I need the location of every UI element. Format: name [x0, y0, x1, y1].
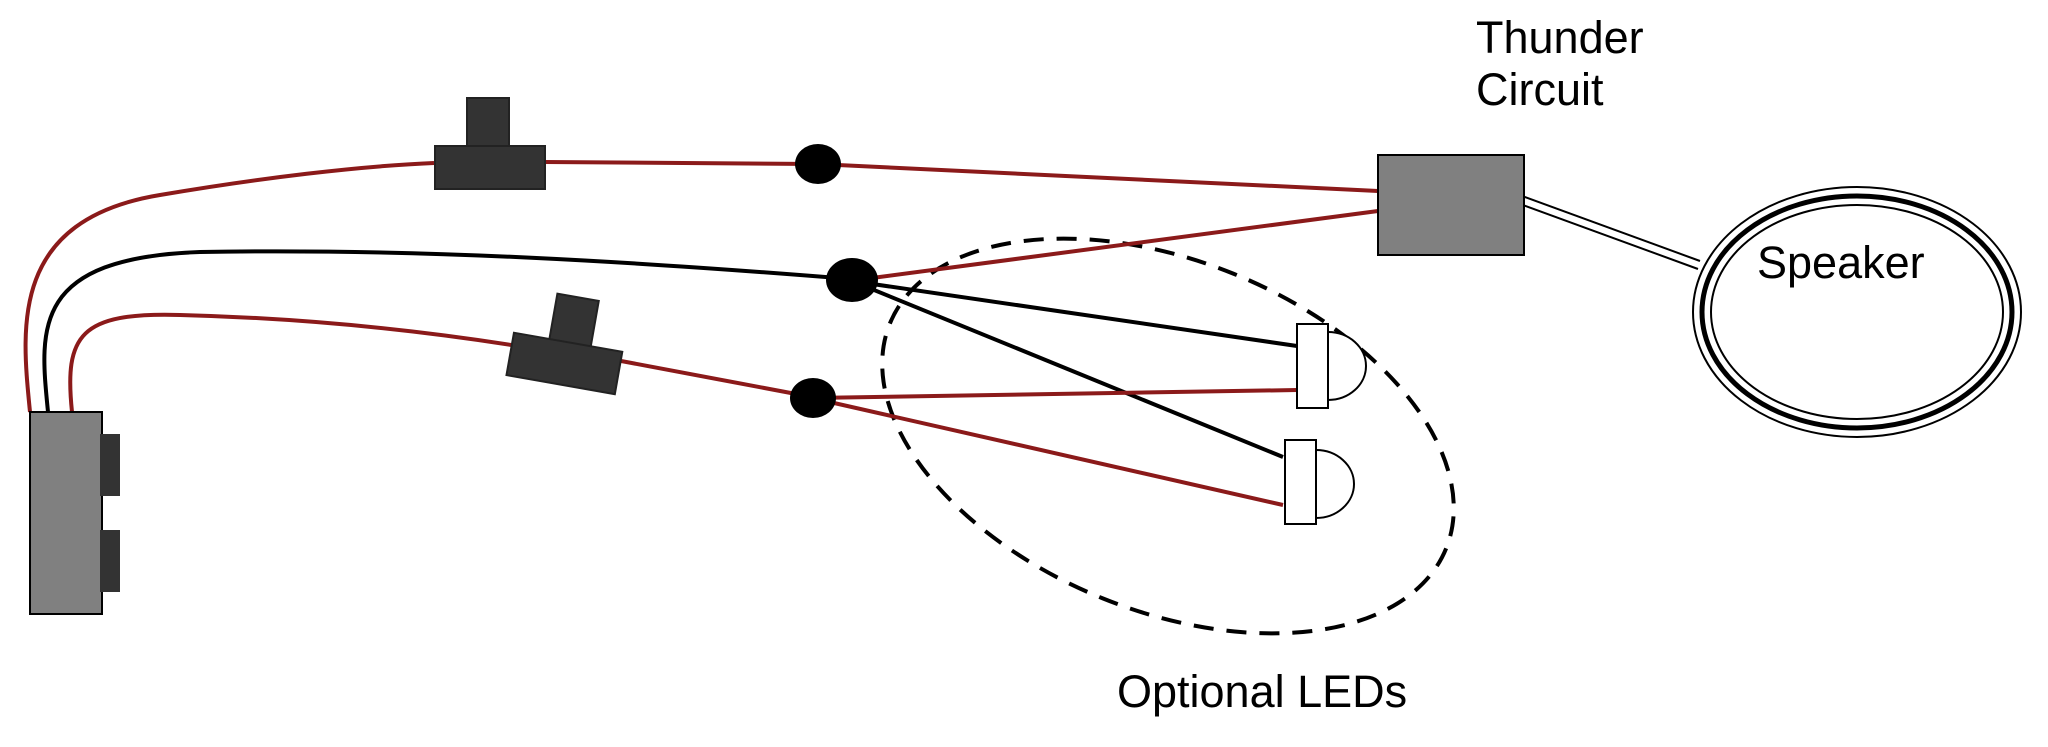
junction-dot-bottom — [790, 378, 836, 418]
speaker-label: Speaker — [1757, 237, 1925, 288]
optional-leds-label: Optional LEDs — [1117, 666, 1408, 717]
switch-bottom — [505, 292, 624, 396]
thunder-circuit-label-line-1: Thunder — [1476, 12, 1644, 63]
red-wire-bottom-to-junction — [599, 355, 813, 399]
black-wire-to-led-2 — [851, 279, 1284, 459]
led-2 — [1284, 439, 1355, 525]
red-wire-to-led-1 — [811, 388, 1298, 400]
red-wire-to-led-2 — [811, 396, 1284, 507]
black-wire-to-led-1 — [851, 279, 1298, 348]
battery-pack — [29, 411, 120, 615]
speaker-wire-b — [1511, 200, 1699, 270]
red-wire-junction-to-circuit — [871, 209, 1379, 280]
red-wire-top-to-circuit — [543, 160, 1379, 193]
thunder-circuit-label-line-2: Circuit — [1476, 63, 1604, 115]
switch-top — [434, 97, 546, 190]
junction-dot-middle — [826, 258, 878, 302]
led-1 — [1296, 323, 1367, 409]
junction-dot-top — [795, 144, 841, 184]
red-wire-top — [23, 161, 435, 413]
red-wire-bottom — [68, 312, 531, 413]
speaker-wire-a — [1513, 192, 1701, 262]
thunder-circuit-label: Thunder Circuit — [1476, 12, 1644, 116]
black-wire — [42, 249, 851, 413]
speaker — [1692, 186, 2022, 438]
thunder-circuit-box — [1377, 154, 1525, 256]
